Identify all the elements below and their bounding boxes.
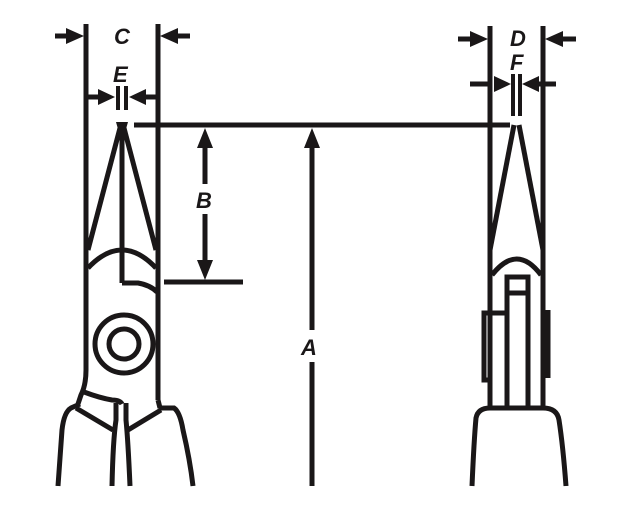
dimension-f: F <box>470 50 556 116</box>
front-view: C E <box>55 24 196 487</box>
front-jaw <box>85 122 159 294</box>
dimension-c: C <box>55 24 190 49</box>
side-view: D F <box>458 26 576 487</box>
side-jaw <box>487 124 546 277</box>
label-c: C <box>114 24 131 49</box>
front-handles <box>55 240 196 487</box>
label-a: A <box>300 335 317 360</box>
dimension-b: B <box>164 128 243 285</box>
box-joint <box>481 240 551 411</box>
label-e: E <box>113 62 129 87</box>
label-f: F <box>510 50 524 75</box>
label-d: D <box>510 26 526 51</box>
dimension-e: E <box>88 62 156 110</box>
side-handle <box>469 405 569 487</box>
label-b: B <box>196 188 212 213</box>
pivot-screw <box>92 312 156 376</box>
dimension-a: A <box>300 128 320 486</box>
dimension-d: D <box>458 26 576 51</box>
